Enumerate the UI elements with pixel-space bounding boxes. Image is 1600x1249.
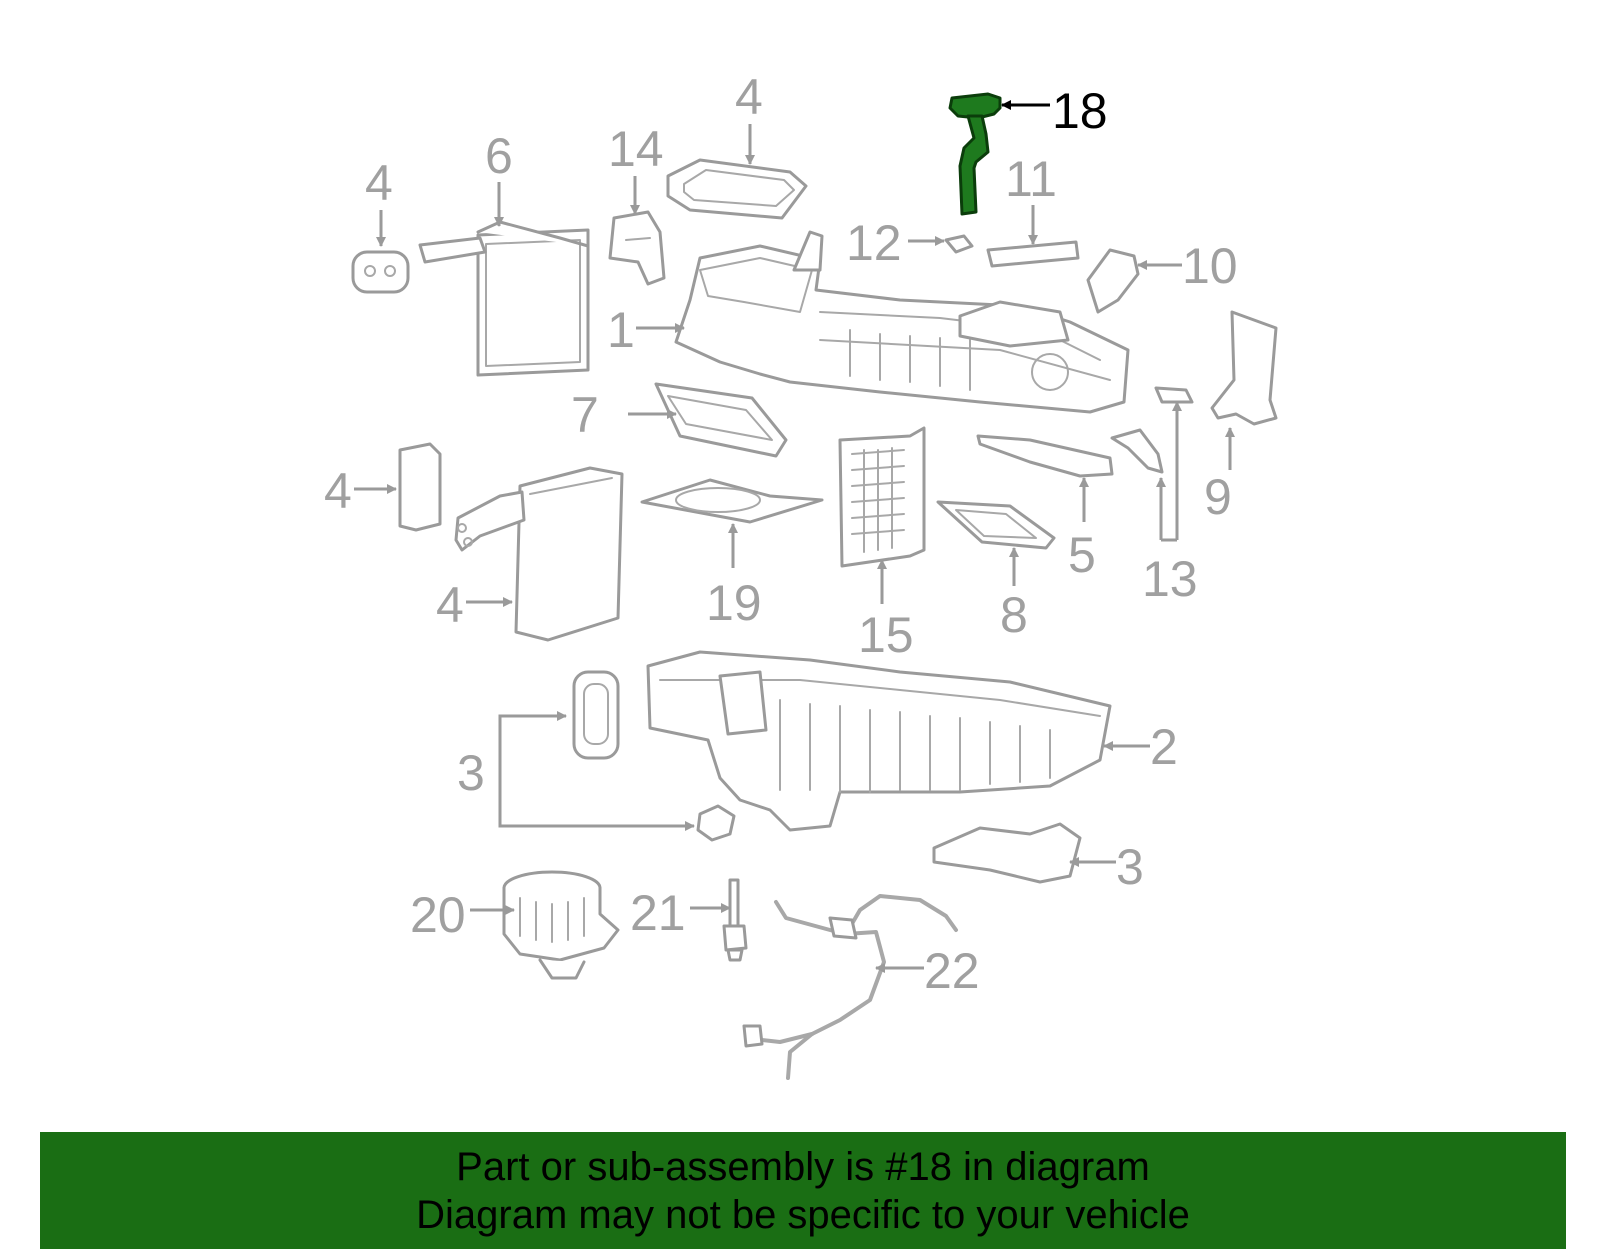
part-3-duct [932,822,1082,884]
callout-3: 3 [1116,839,1144,895]
callout-13: 10 [1182,238,1238,294]
callout-labels: 4 6 14 4 18 11 12 10 1 7 9 4 5 13 19 4 8… [324,69,1238,999]
part-14-strip [986,240,1080,268]
callout-15: 12 [846,215,902,271]
callout-2: 2 [1150,719,1178,775]
banner-line-2: Diagram may not be specific to your vehi… [416,1192,1190,1237]
part-2-lower-housing [646,650,1112,832]
callout-10: 7 [571,387,599,443]
callout-21: 21 [630,885,686,941]
part-16-clip-a [1110,428,1164,474]
callout-19: 19 [706,575,762,631]
callout-6: 4 [324,463,352,519]
callout-9: 8 [1000,587,1028,643]
part-20-blower-motor [502,870,620,980]
part-7-heater-core [418,220,590,377]
part-15-clip [944,234,974,254]
part-4-grommet-top-left [351,250,410,294]
callout-8: 5 [1068,527,1096,583]
part-18-highlighted[interactable] [948,92,1002,216]
part-21-sensor [722,878,748,962]
callout-12: 9 [1204,469,1232,525]
callout-7: 6 [485,128,513,184]
callout-18: 18 [1052,83,1108,139]
callout-22: 22 [924,943,980,999]
part-12-duct [1210,310,1278,426]
part-13-bracket [1086,248,1140,314]
callout-4: 3 [457,745,485,801]
callout-5: 4 [436,577,464,633]
callout-4: 4 [735,69,763,125]
info-banner: Part or sub-assembly is #18 in diagram D… [40,1132,1566,1249]
part-17-bracket [608,210,666,286]
part-4-grommet-mid [572,670,620,760]
part-1-hvac-housing [674,230,1130,414]
part-6-block [398,442,442,532]
part-19-plate [640,478,824,524]
part-22-wire-harness [742,894,958,1080]
part-16-clip-b [1154,386,1194,404]
callout-4: 4 [365,155,393,211]
part-9-door [936,500,1056,550]
part-8-plate [976,434,1114,478]
part-10-door [654,382,788,458]
callout-1: 1 [607,302,635,358]
callout-14: 11 [1005,151,1057,207]
callout-16: 13 [1142,551,1198,607]
callout-17: 14 [608,121,664,177]
banner-line-1: Part or sub-assembly is #18 in diagram [456,1144,1150,1189]
part-5-evaporator [454,466,624,642]
part-4-nut [696,804,736,842]
callout-11: 15 [858,607,914,663]
callout-20: 20 [410,887,466,943]
leader-lines [354,124,1235,973]
part-4-seal-top [666,158,808,220]
part-11-filter [838,426,926,568]
